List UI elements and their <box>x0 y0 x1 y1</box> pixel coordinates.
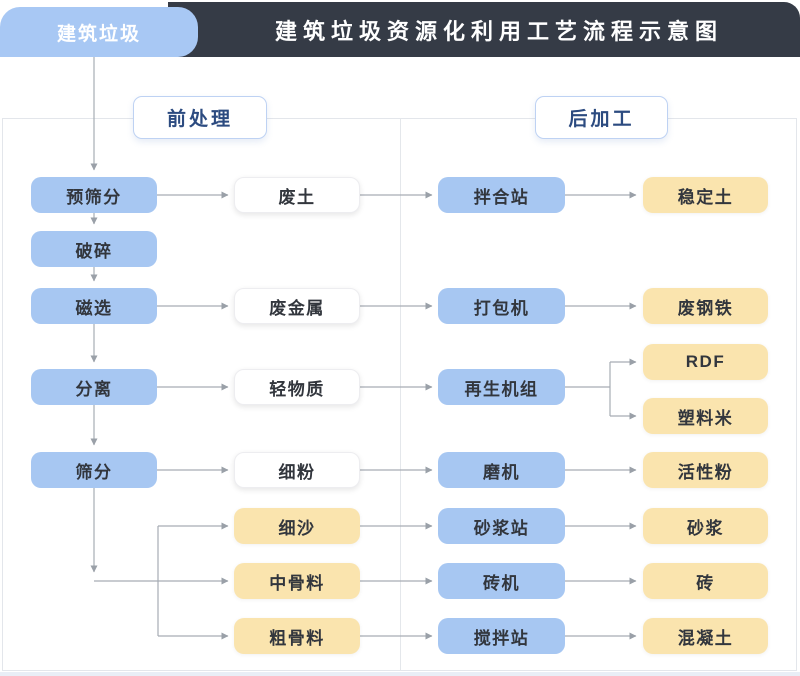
node-waste-soil: 废土 <box>234 177 360 213</box>
node-pre-screening: 预筛分 <box>31 177 157 213</box>
node-baler: 打包机 <box>438 288 565 324</box>
node-brick-machine: 砖机 <box>438 563 565 599</box>
node-mill: 磨机 <box>438 452 565 488</box>
panel-divider <box>400 118 401 671</box>
node-stabilized-soil: 稳定土 <box>643 177 768 213</box>
header-bar: 建筑垃圾资源化利用工艺流程示意图 <box>168 2 800 57</box>
source-tab-construction-waste: 建筑垃圾 <box>0 7 198 57</box>
node-magnetic-separation: 磁选 <box>31 288 157 324</box>
node-brick: 砖 <box>643 563 768 599</box>
section-label-postprocessing: 后加工 <box>535 96 668 139</box>
node-light-material: 轻物质 <box>234 369 360 405</box>
node-agitating-station: 搅拌站 <box>438 618 565 654</box>
page-title: 建筑垃圾资源化利用工艺流程示意图 <box>274 18 723 44</box>
source-tab-label: 建筑垃圾 <box>56 23 141 45</box>
node-medium-aggregate: 中骨料 <box>234 563 360 599</box>
node-screening: 筛分 <box>31 452 157 488</box>
node-concrete: 混凝土 <box>643 618 768 654</box>
node-active-powder: 活性粉 <box>643 452 768 488</box>
section-label-pretreatment-text: 前处理 <box>166 109 233 130</box>
page-bottom-strip <box>0 672 800 676</box>
node-plastic-pellets: 塑料米 <box>643 398 768 434</box>
section-label-postprocessing-text: 后加工 <box>568 109 635 130</box>
flow-panel <box>2 118 797 671</box>
node-crushing: 破碎 <box>31 231 157 267</box>
node-rdf: RDF <box>643 344 768 380</box>
node-mortar: 砂浆 <box>643 508 768 544</box>
node-waste-metal: 废金属 <box>234 288 360 324</box>
section-label-pretreatment: 前处理 <box>133 96 267 139</box>
node-mortar-station: 砂浆站 <box>438 508 565 544</box>
node-coarse-aggregate: 粗骨料 <box>234 618 360 654</box>
node-mixing-plant: 拌合站 <box>438 177 565 213</box>
node-separation: 分离 <box>31 369 157 405</box>
node-fine-sand: 细沙 <box>234 508 360 544</box>
node-fine-powder: 细粉 <box>234 452 360 488</box>
node-regeneration-unit: 再生机组 <box>438 369 565 405</box>
node-scrap-steel: 废钢铁 <box>643 288 768 324</box>
